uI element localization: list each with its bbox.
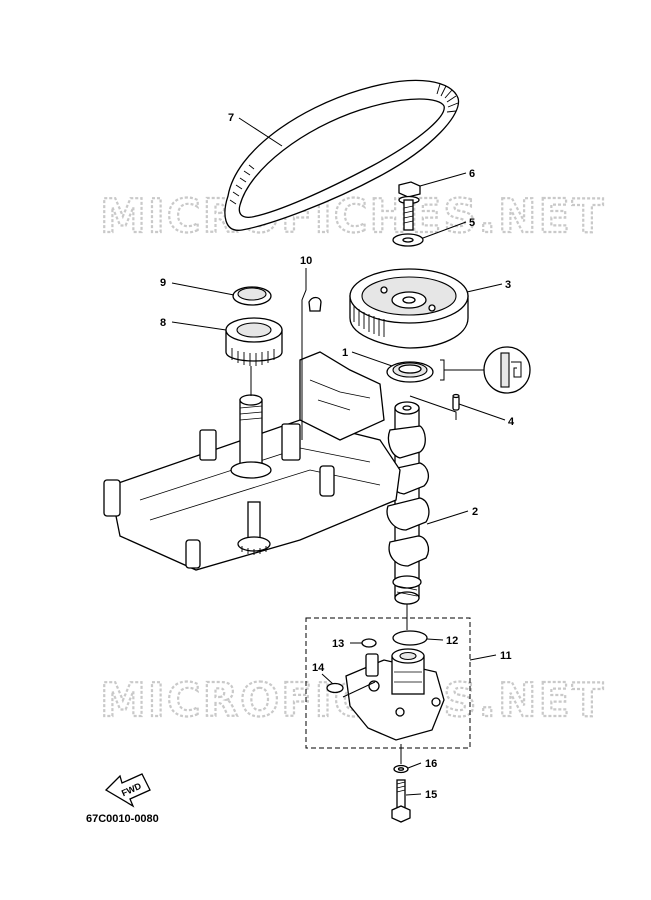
pulley-bolt (398, 181, 421, 231)
oil-seal (386, 361, 434, 383)
callout-3: 3 (505, 279, 511, 291)
callout-11: 11 (500, 650, 512, 662)
driven-pulley (349, 268, 469, 349)
o-ring-small-lower (326, 682, 344, 694)
pump-bolt (391, 779, 411, 823)
callout-10: 10 (300, 255, 312, 267)
key (308, 296, 322, 312)
callout-1: 1 (342, 347, 348, 359)
sprocket-seal-ring (232, 286, 272, 306)
leader-lines (171, 117, 506, 796)
fwd-arrow: FWD (104, 773, 151, 808)
drive-sprocket (225, 317, 283, 366)
callout-12: 12 (446, 635, 458, 647)
washer (392, 233, 424, 247)
callout-16: 16 (425, 758, 437, 770)
crankcase-block (103, 351, 401, 571)
pump-kit-boundary (305, 617, 471, 749)
diagram-code: 67C0010-0080 (86, 813, 159, 825)
callout-4: 4 (508, 416, 515, 428)
seal-detail-circle (440, 346, 531, 394)
callout-2: 2 (472, 506, 478, 518)
pump-washer (393, 764, 409, 774)
callout-5: 5 (469, 217, 475, 229)
dowel-pin (452, 393, 460, 411)
callout-13: 13 (332, 638, 344, 650)
oil-pump-assembly (305, 617, 471, 749)
callout-7: 7 (228, 112, 234, 124)
callout-15: 15 (425, 789, 437, 801)
belt-teeth (229, 83, 459, 205)
callout-14: 14 (312, 662, 325, 674)
o-ring-large (392, 630, 428, 646)
callout-9: 9 (160, 277, 166, 289)
camshaft (386, 401, 430, 605)
callout-6: 6 (469, 168, 475, 180)
callout-labels: 7 6 5 3 1 4 2 9 8 10 11 12 13 14 16 15 (160, 112, 515, 801)
o-ring-small-upper (361, 638, 377, 648)
callout-8: 8 (160, 317, 166, 329)
timing-belt (224, 79, 460, 231)
watermark-top: MICROFICHES.NET (100, 189, 605, 243)
